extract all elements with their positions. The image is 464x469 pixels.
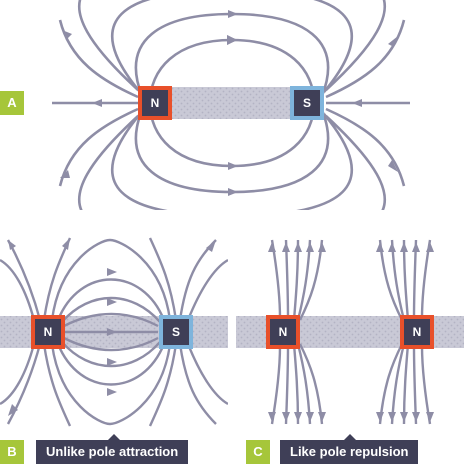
- pole-label: N: [279, 325, 288, 339]
- field-line: [186, 343, 228, 406]
- field-line: [6, 343, 42, 425]
- north-pole-c-left: [266, 315, 300, 349]
- pole-label: S: [303, 96, 311, 110]
- field-line: [42, 343, 72, 427]
- field-line: [58, 107, 139, 187]
- field-line: [78, 0, 386, 91]
- panel-label-c: C: [246, 440, 270, 464]
- field-line: [56, 343, 166, 386]
- panel-label-a: A: [0, 91, 24, 115]
- magnet-a: N S: [138, 86, 324, 120]
- pole-label: N: [413, 325, 422, 339]
- field-line: [134, 12, 330, 97]
- field-line: [148, 237, 178, 321]
- caption-notch: [108, 434, 120, 440]
- pole-label: N: [44, 325, 53, 339]
- north-pole-c-right: [400, 315, 434, 349]
- field-line: [110, 113, 354, 210]
- north-pole-b: [31, 315, 65, 349]
- pole-label: N: [151, 96, 160, 110]
- caption-unlike-pole: Unlike pole attraction: [36, 440, 189, 464]
- field-line: [325, 19, 406, 99]
- field-line: [186, 258, 228, 321]
- field-line: [6, 239, 42, 321]
- field-line: [63, 336, 159, 352]
- field-line: [56, 278, 166, 321]
- field-line: [50, 343, 172, 426]
- pole-label: S: [172, 325, 180, 339]
- field-line: [61, 296, 161, 323]
- field-line: [42, 237, 72, 321]
- field-line: [148, 343, 178, 427]
- field-line: [110, 0, 354, 93]
- field-line: [178, 239, 217, 321]
- south-pole-a: [290, 86, 324, 120]
- field-line: [63, 312, 159, 328]
- panel-c: N N: [236, 239, 464, 425]
- field-line: [58, 19, 139, 99]
- field-line: [178, 343, 217, 425]
- field-line: [50, 238, 172, 321]
- south-pole-b: [159, 315, 193, 349]
- field-line: [134, 109, 330, 194]
- field-line: [78, 115, 386, 210]
- caption-like-pole: Like pole repulsion: [280, 440, 419, 464]
- field-line: [61, 341, 161, 368]
- field-line: [0, 258, 36, 321]
- panel-a: [52, 0, 410, 210]
- panel-label-b: B: [0, 440, 24, 464]
- field-line: [0, 343, 36, 406]
- field-line: [325, 107, 406, 187]
- north-pole-a: [138, 86, 172, 120]
- panel-b: N S: [0, 237, 228, 427]
- caption-notch: [344, 434, 356, 440]
